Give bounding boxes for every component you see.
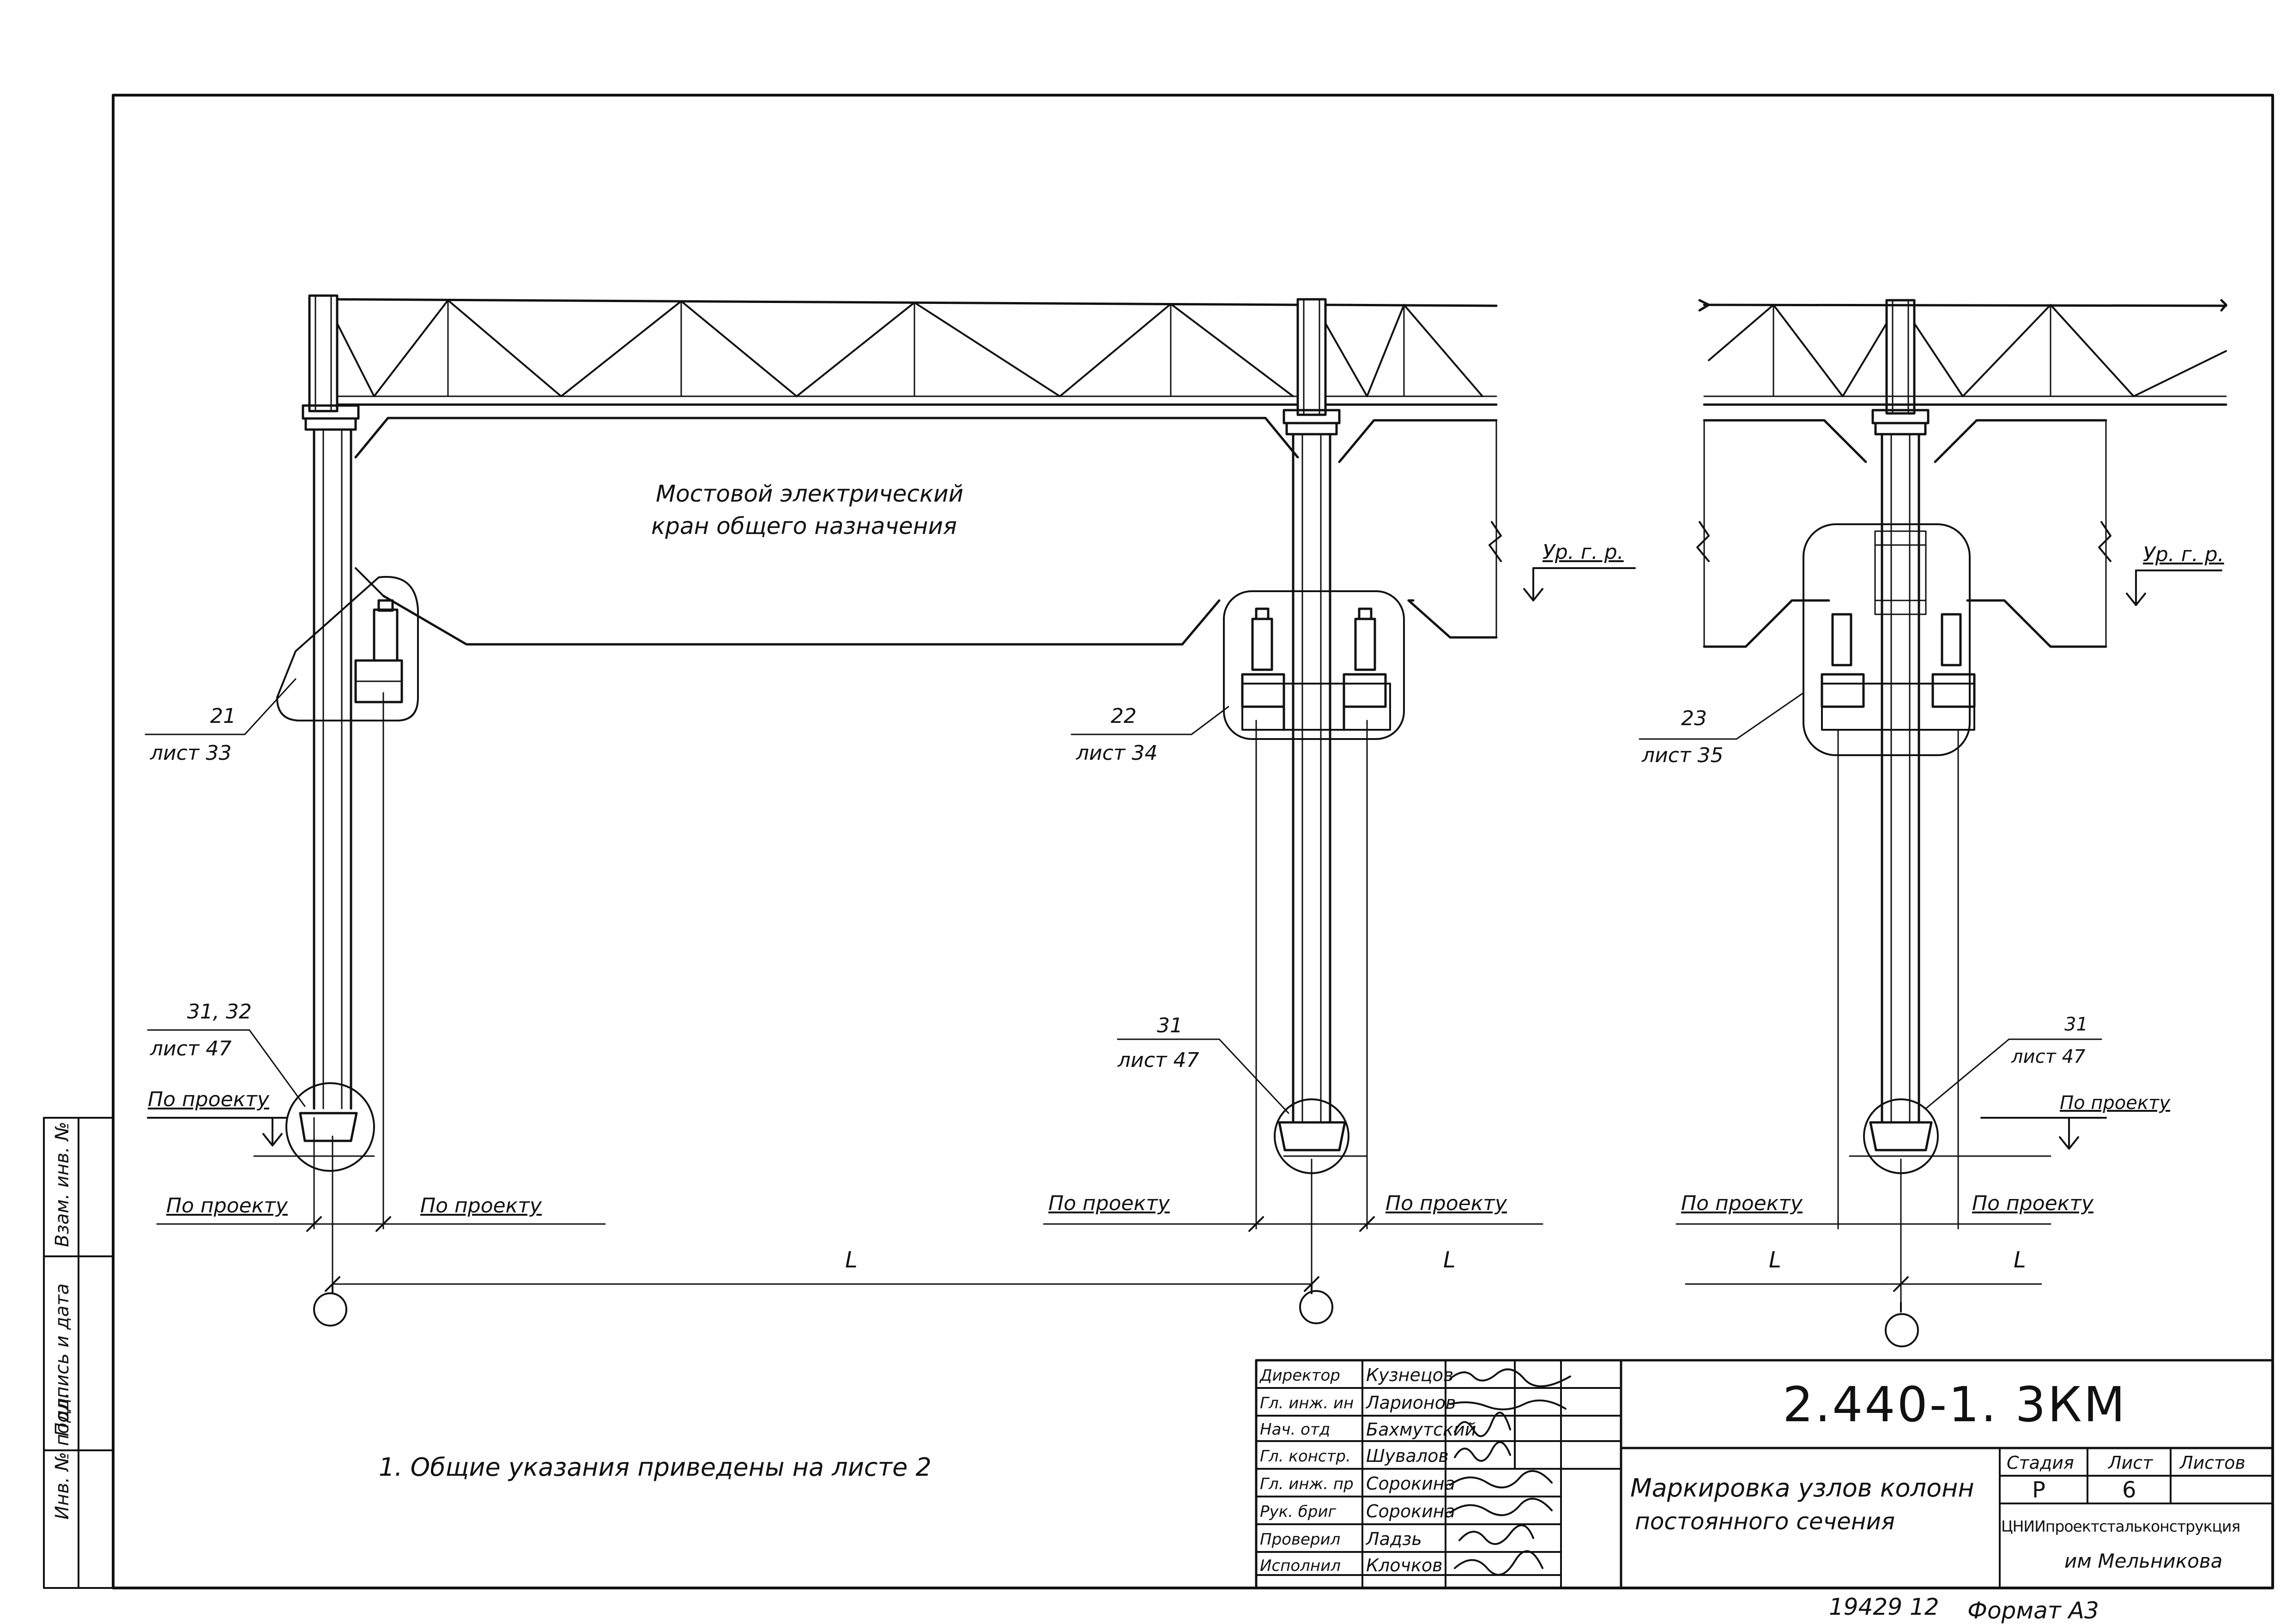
roof-truss-3 [1696,299,2227,648]
drawing-title-line2: постоянного сечения [1635,1508,1895,1535]
node-outlines [276,523,1971,1174]
callout-31-right-sheet: лист 47 [2011,1046,2086,1067]
callout-31-right-node: 31 [2064,1014,2088,1035]
staff-name-5: Сорокина [1366,1473,1455,1494]
by-project-label-4: По проекту [1048,1192,1170,1215]
title-block-grid [1255,1359,2274,1589]
crane-label-line2: кран общего назначения [651,513,957,539]
callout-leaders [145,678,2102,1114]
level-mark-label-2: Ур. г. р. [2143,543,2224,566]
callout-31-32-node: 31, 32 [187,1000,252,1024]
callout-31-32-sheet: лист 47 [150,1037,232,1060]
side-stamp-signature-date: Подпись и дата [52,1283,73,1436]
callout-23-sheet: лист 35 [1642,744,1724,767]
staff-role-7: Проверил [1260,1530,1341,1549]
staff-role-8: Исполнил [1260,1557,1341,1575]
callout-22-node: 22 [1111,704,1137,728]
stage-value: Р [2032,1477,2045,1503]
by-project-label-5: По проекту [1385,1192,1507,1215]
staff-name-3: Бахмутский [1366,1419,1476,1440]
staff-name-4: Шувалов [1366,1446,1449,1466]
organization-subname: им Мельникова [2064,1550,2223,1572]
callout-22-sheet: лист 34 [1076,741,1158,765]
staff-role-2: Гл. инж. ин [1260,1394,1354,1412]
by-project-label-3: По проекту [420,1194,542,1218]
by-project-label-8: По проекту [1972,1192,2093,1215]
level-mark-1 [1523,567,1636,601]
staff-name-6: Сорокина [1366,1501,1455,1521]
level-mark-2 [2126,570,2222,606]
callout-21-node: 21 [210,704,236,728]
sheet-value: 6 [2122,1477,2136,1503]
callout-31-mid-sheet: лист 47 [1118,1048,1199,1072]
staff-name-1: Кузнецов [1366,1365,1454,1385]
sheet-format: Формат А3 [1967,1597,2099,1624]
span-symbol-3: L [1769,1247,1781,1273]
staff-role-4: Гл. констр. [1260,1447,1351,1466]
staff-name-2: Ларионов [1366,1393,1456,1413]
staff-name-8: Клочков [1366,1555,1443,1576]
axis-markers [313,1283,1919,1347]
staff-role-6: Рук. бриг [1260,1503,1337,1521]
callout-23-node: 23 [1681,707,1707,730]
callout-31-mid-node: 31 [1157,1014,1183,1037]
crane-bridge [354,417,1299,646]
span-symbol-2: L [1443,1247,1456,1273]
signatures [1449,1368,1571,1576]
crane-label-line1: Мостовой электрический [656,480,964,507]
document-code: 2.440-1. 3КМ [1783,1376,2127,1433]
side-stamp-vzam-inv: Взам. инв. № [52,1121,73,1247]
column-left [299,294,403,1142]
staff-role-3: Нач. отд [1260,1420,1331,1439]
side-stamp [43,1117,114,1589]
drawing-title-line1: Маркировка узлов колонн [1630,1473,1974,1503]
dimension-lines [156,692,2051,1303]
sheet-header: Лист [2108,1453,2153,1473]
archive-number: 19429 12 [1829,1594,1939,1620]
by-project-label-6: По проекту [2060,1092,2171,1114]
by-project-label-2: По проекту [166,1194,288,1218]
roof-truss-2 [1324,303,1502,639]
organization-name: ЦНИИпроектстальконструкция [2001,1517,2240,1535]
by-project-label-1: По проекту [148,1088,269,1111]
staff-name-7: Ладзь [1366,1529,1422,1549]
general-note: 1. Общие указания приведены на листе 2 [379,1453,932,1482]
column-middle [1241,298,1391,1151]
sheets-header: Листов [2180,1453,2245,1473]
callout-21-sheet: лист 33 [150,741,232,765]
roof-truss-1 [336,298,1299,406]
staff-role-1: Директор [1260,1366,1340,1385]
staff-role-5: Гл. инж. пр [1260,1475,1354,1493]
sheet-frame [112,94,2274,1589]
stage-header: Стадия [2007,1453,2074,1473]
by-project-label-7: По проекту [1681,1192,1803,1215]
level-mark-label-1: Ур. г. р. [1543,540,1624,564]
column-right [1821,299,1976,1151]
span-symbol-4: L [2014,1247,2026,1273]
span-symbol-1: L [845,1247,858,1273]
base-level-marks [147,1117,2107,1157]
